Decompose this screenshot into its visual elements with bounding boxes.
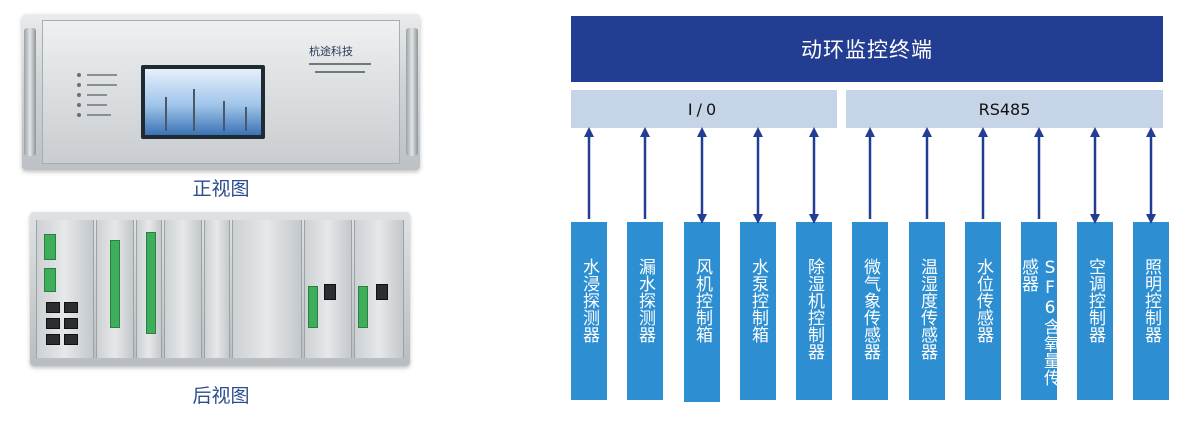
terminal-block [358, 286, 368, 328]
back-view-device-image [30, 212, 410, 366]
io-bus-bar: I/0 [571, 90, 837, 128]
sensor-box: SF6含氧量传感器 [1018, 222, 1060, 400]
status-led [77, 113, 81, 117]
sensor-box: 温湿度传感器 [909, 222, 945, 400]
sensor-box: 空调控制器 [1077, 222, 1113, 400]
sensor-box: 水浸探测器 [571, 222, 607, 400]
brand-logo-text: 杭途科技 [309, 45, 353, 58]
sensor-box: 水泵控制箱 [740, 222, 776, 400]
status-led [77, 83, 81, 87]
sensor-box: 除湿机控制器 [796, 222, 832, 400]
status-led [77, 93, 81, 97]
sensor-label: SF6含氧量传感器 [1018, 258, 1060, 386]
sensor-box: 水位传感器 [965, 222, 1001, 400]
sensor-label: 除湿机控制器 [804, 258, 824, 360]
sensor-label: 温湿度传感器 [917, 258, 937, 360]
back-view-caption: 后视图 [192, 385, 250, 407]
sensor-box: 微气象传感器 [852, 222, 888, 400]
front-panel: 杭途科技 [42, 20, 400, 164]
terminal-block [146, 232, 156, 334]
sensor-label: 水泵控制箱 [748, 258, 768, 343]
terminal-block [110, 240, 120, 328]
ethernet-port [64, 302, 78, 313]
rack-handle-left [24, 28, 36, 156]
ethernet-port [64, 334, 78, 345]
front-view-device-image: 杭途科技 [22, 14, 420, 170]
sensor-label: 水位传感器 [973, 258, 993, 343]
power-connector [376, 284, 388, 300]
sensor-box: 风机控制箱 [684, 222, 720, 402]
sensor-label: 水浸探测器 [579, 258, 599, 343]
sensor-box: 漏水探测器 [627, 222, 663, 400]
sensor-label: 风机控制箱 [692, 258, 712, 343]
status-led [77, 73, 81, 77]
sensor-box: 照明控制器 [1133, 222, 1169, 400]
ethernet-port [64, 318, 78, 329]
sensor-label: 漏水探测器 [635, 258, 655, 343]
sensor-label: 空调控制器 [1085, 258, 1105, 343]
terminal-block [44, 234, 56, 260]
terminal-block [44, 268, 56, 292]
ethernet-port [46, 334, 60, 345]
status-led [77, 103, 81, 107]
power-connector [324, 284, 336, 300]
touch-screen-display [141, 65, 265, 139]
rack-handle-right [406, 28, 418, 156]
rs485-bus-bar: RS485 [846, 90, 1163, 128]
front-view-caption: 正视图 [192, 178, 250, 200]
ethernet-port [46, 318, 60, 329]
monitoring-terminal-box: 动环监控终端 [571, 16, 1163, 82]
ethernet-port [46, 302, 60, 313]
terminal-block [308, 286, 318, 328]
sensor-label: 微气象传感器 [860, 258, 880, 360]
sensor-label: 照明控制器 [1141, 258, 1161, 343]
